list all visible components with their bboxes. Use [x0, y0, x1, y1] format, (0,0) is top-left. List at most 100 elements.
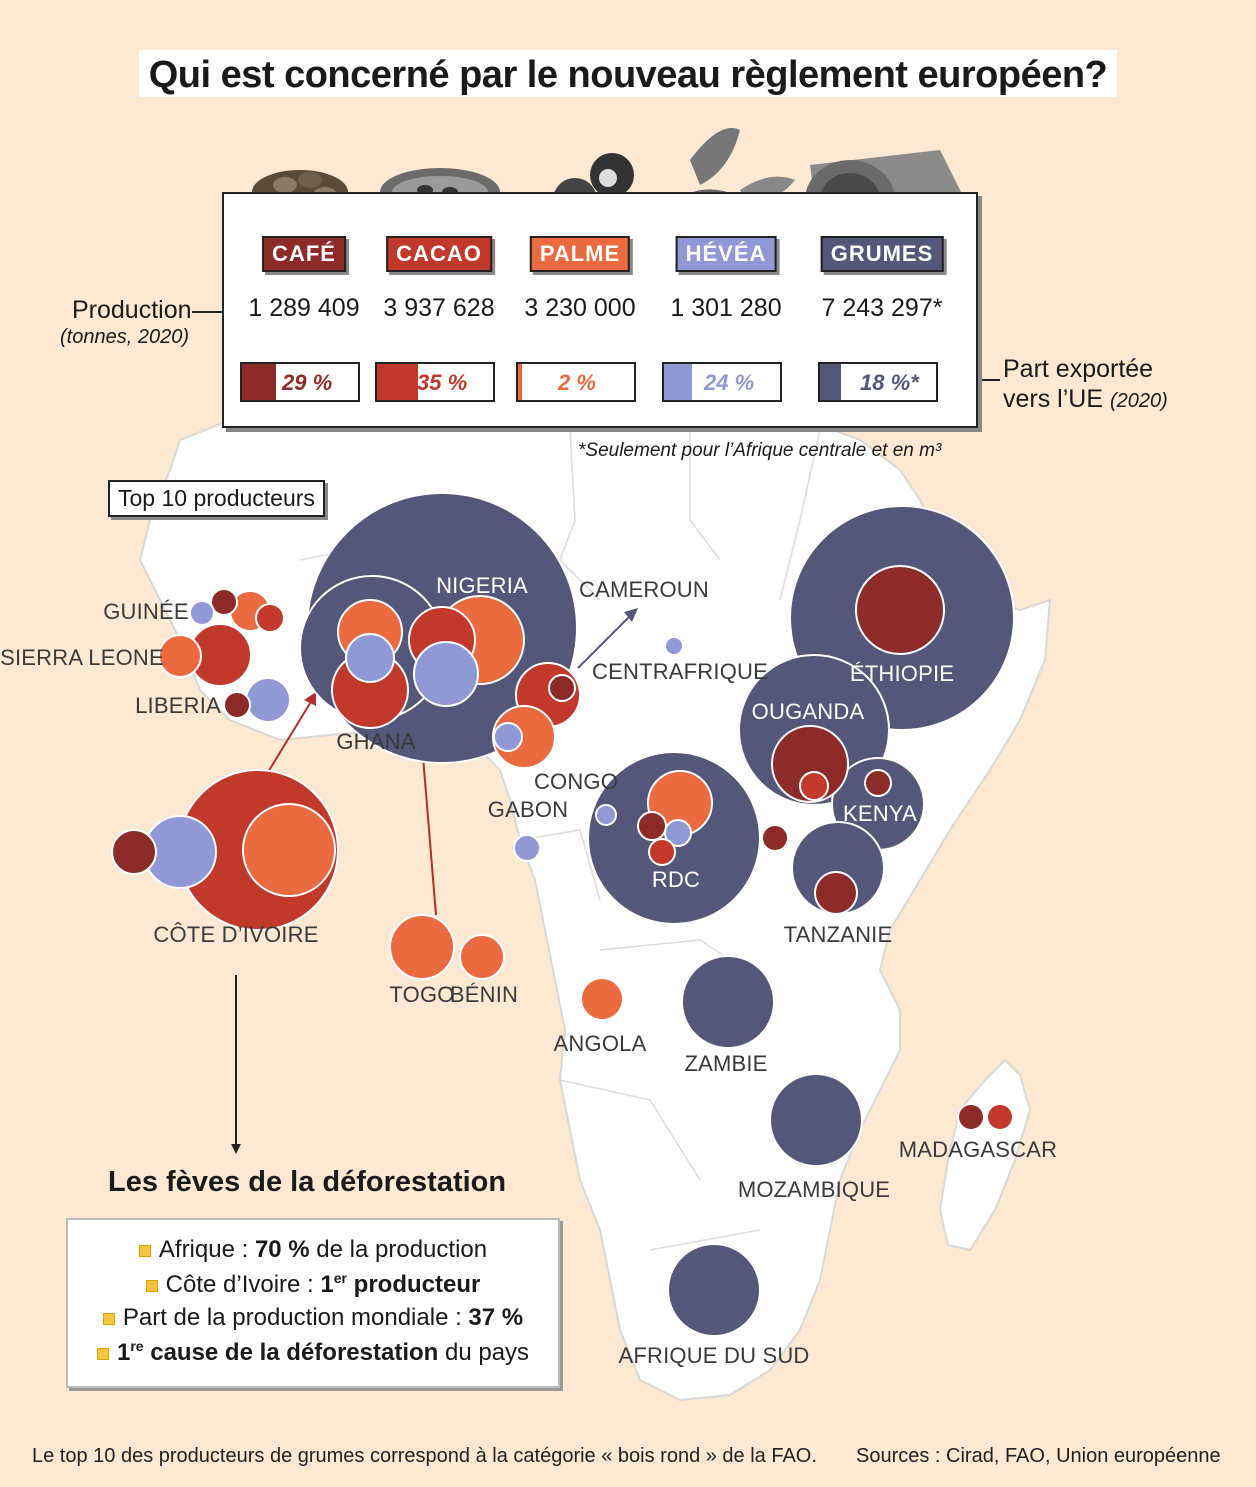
production-label: Production	[72, 296, 192, 324]
label-kenya: KENYA	[843, 801, 917, 826]
bubble-gabon-hevea	[513, 834, 541, 862]
production-cafe: 1 289 409	[248, 294, 360, 322]
bubble-guinee-cafe	[210, 588, 238, 616]
fact-text: Part de la production mondiale :	[122, 1304, 469, 1331]
bubble-ouganda-cacao	[799, 771, 829, 801]
footer-sources: Sources : Cirad, FAO, Union européenne	[856, 1445, 1221, 1467]
bubble-cameroun-cafe	[548, 674, 576, 702]
share-bar-grumes: 18 %*	[818, 362, 938, 402]
label-cote-divoire: CÔTE D’IVOIRE	[153, 922, 319, 947]
bubble-rdc-cacao	[648, 838, 676, 866]
production-sub-label: (tonnes, 2020)	[60, 326, 189, 348]
fact-afrique: Afrique : 70 % de la production	[68, 1236, 558, 1264]
bullet-icon	[96, 1347, 109, 1360]
fact-value: producteur	[346, 1271, 481, 1298]
bubble-ouganda-cafe	[771, 725, 849, 803]
share-label-grumes: 18 %*	[860, 370, 919, 395]
production-palme: 3 230 000	[524, 294, 636, 322]
badge-palme: PALME	[529, 236, 631, 272]
facts-box: Afrique : 70 % de la production Côte d’I…	[66, 1218, 560, 1388]
badge-grumes: GRUMES	[820, 236, 944, 272]
label-mozambique: MOZAMBIQUE	[737, 1177, 891, 1202]
label-liberia: LIBERIA	[135, 693, 221, 718]
bubble-ethiopie-cafe	[855, 565, 945, 655]
arrowhead-facts	[231, 1144, 241, 1154]
footnote: *Seulement pour l’Afrique centrale et en…	[578, 440, 942, 461]
share-fill-hevea	[664, 364, 692, 400]
fact-value: 37 %	[468, 1304, 524, 1331]
bubble-centrafrique-hevea	[664, 636, 684, 656]
label-centrafrique: CENTRAFRIQUE	[592, 659, 768, 684]
top10-label: Top 10 producteurs	[108, 480, 325, 517]
label-tanzanie: TANZANIE	[783, 922, 893, 947]
label-congo: CONGO	[533, 769, 619, 794]
share-fill-cafe	[242, 364, 276, 400]
fact-text: du pays	[438, 1339, 530, 1366]
arrowhead-civ	[304, 692, 316, 706]
label-gabon: GABON	[487, 797, 569, 822]
bubble-mozambique-grumes	[769, 1073, 863, 1167]
label-sierra-leone: SIERRA LEONE	[0, 645, 164, 670]
bubble-madagascar-cafe	[957, 1103, 985, 1131]
share-label-hevea: 24 %	[704, 370, 755, 395]
label-rdc: RDC	[651, 867, 701, 892]
bubble-togo-palme	[389, 914, 455, 980]
label-zambie: ZAMBIE	[684, 1051, 768, 1076]
fact-text: de la production	[309, 1236, 488, 1263]
title-bar: Qui est concerné par le nouveau règlemen…	[0, 50, 1256, 97]
badge-hevea: HÉVÉA	[675, 236, 777, 272]
export-year: (2020)	[1109, 390, 1168, 412]
label-togo: TOGO	[389, 982, 455, 1007]
production-hevea: 1 301 280	[670, 294, 782, 322]
badge-cacao: CACAO	[386, 236, 492, 272]
production-grumes: 7 243 297*	[821, 294, 943, 322]
bubble-rdc-cafe	[637, 811, 667, 841]
bubble-nigeria-hevea	[413, 641, 479, 707]
export-label-line1: Part exportée	[1003, 355, 1154, 383]
bubble-liberia-hevea	[245, 677, 291, 723]
bubble-benin-palme	[459, 934, 505, 980]
label-madagascar: MADAGASCAR	[898, 1137, 1058, 1162]
share-fill-palme	[518, 364, 522, 400]
bubble-madagascar-cacao	[986, 1103, 1014, 1131]
label-benin: BÉNIN	[449, 982, 519, 1007]
share-fill-cacao	[377, 364, 418, 400]
bubble-rdc-hevea	[664, 819, 692, 847]
label-ethiopie: ÉTHIOPIE	[849, 661, 955, 686]
bubble-afrique-du-sud-grumes	[667, 1243, 761, 1337]
bullet-icon	[102, 1312, 115, 1325]
export-label-line2: vers l’UE (2020)	[1003, 385, 1168, 414]
bubble-ghana-hevea	[345, 633, 395, 683]
producer-bubbles	[111, 492, 1015, 1337]
fact-value: 1	[116, 1339, 131, 1366]
share-bar-hevea: 24 %	[662, 362, 782, 402]
fact-text: Afrique :	[158, 1236, 255, 1263]
label-angola: ANGOLA	[553, 1031, 647, 1056]
arrow-cameroun	[577, 613, 633, 669]
bubble-cameroun-hevea	[493, 722, 523, 752]
bubble-civ-palme	[242, 803, 336, 897]
bubble-sierra-leone-palme	[158, 634, 202, 678]
label-cameroun: CAMEROUN	[579, 577, 709, 602]
label-ghana: GHANA	[336, 729, 416, 754]
facts-title: Les fèves de la déforestation	[108, 1166, 507, 1198]
share-label-cafe: 29 %	[282, 370, 333, 395]
label-ouganda: OUGANDA	[751, 699, 865, 724]
bubble-guinee-hevea	[189, 600, 215, 626]
bubble-ouest-cafe	[761, 824, 789, 852]
share-label-cacao: 35 %	[417, 370, 468, 395]
fact-cote-divoire: Côte d’Ivoire : 1er producteur	[68, 1270, 558, 1299]
fact-sup: er	[333, 1270, 347, 1286]
bubble-civ-cafe	[111, 829, 157, 875]
share-label-palme: 2 %	[558, 370, 596, 395]
bubble-guinee-cacao	[255, 603, 285, 633]
fact-value: cause de la déforestation	[143, 1339, 439, 1366]
fact-value: 1	[320, 1271, 334, 1298]
bubble-liberia-cafe	[223, 691, 251, 719]
label-afrique-du-sud: AFRIQUE DU SUD	[618, 1343, 810, 1368]
badge-cafe: CAFÉ	[262, 236, 346, 272]
bubble-tanzanie-cafe	[814, 871, 858, 915]
bubble-congo-hevea	[595, 804, 617, 826]
bullet-icon	[138, 1244, 151, 1257]
